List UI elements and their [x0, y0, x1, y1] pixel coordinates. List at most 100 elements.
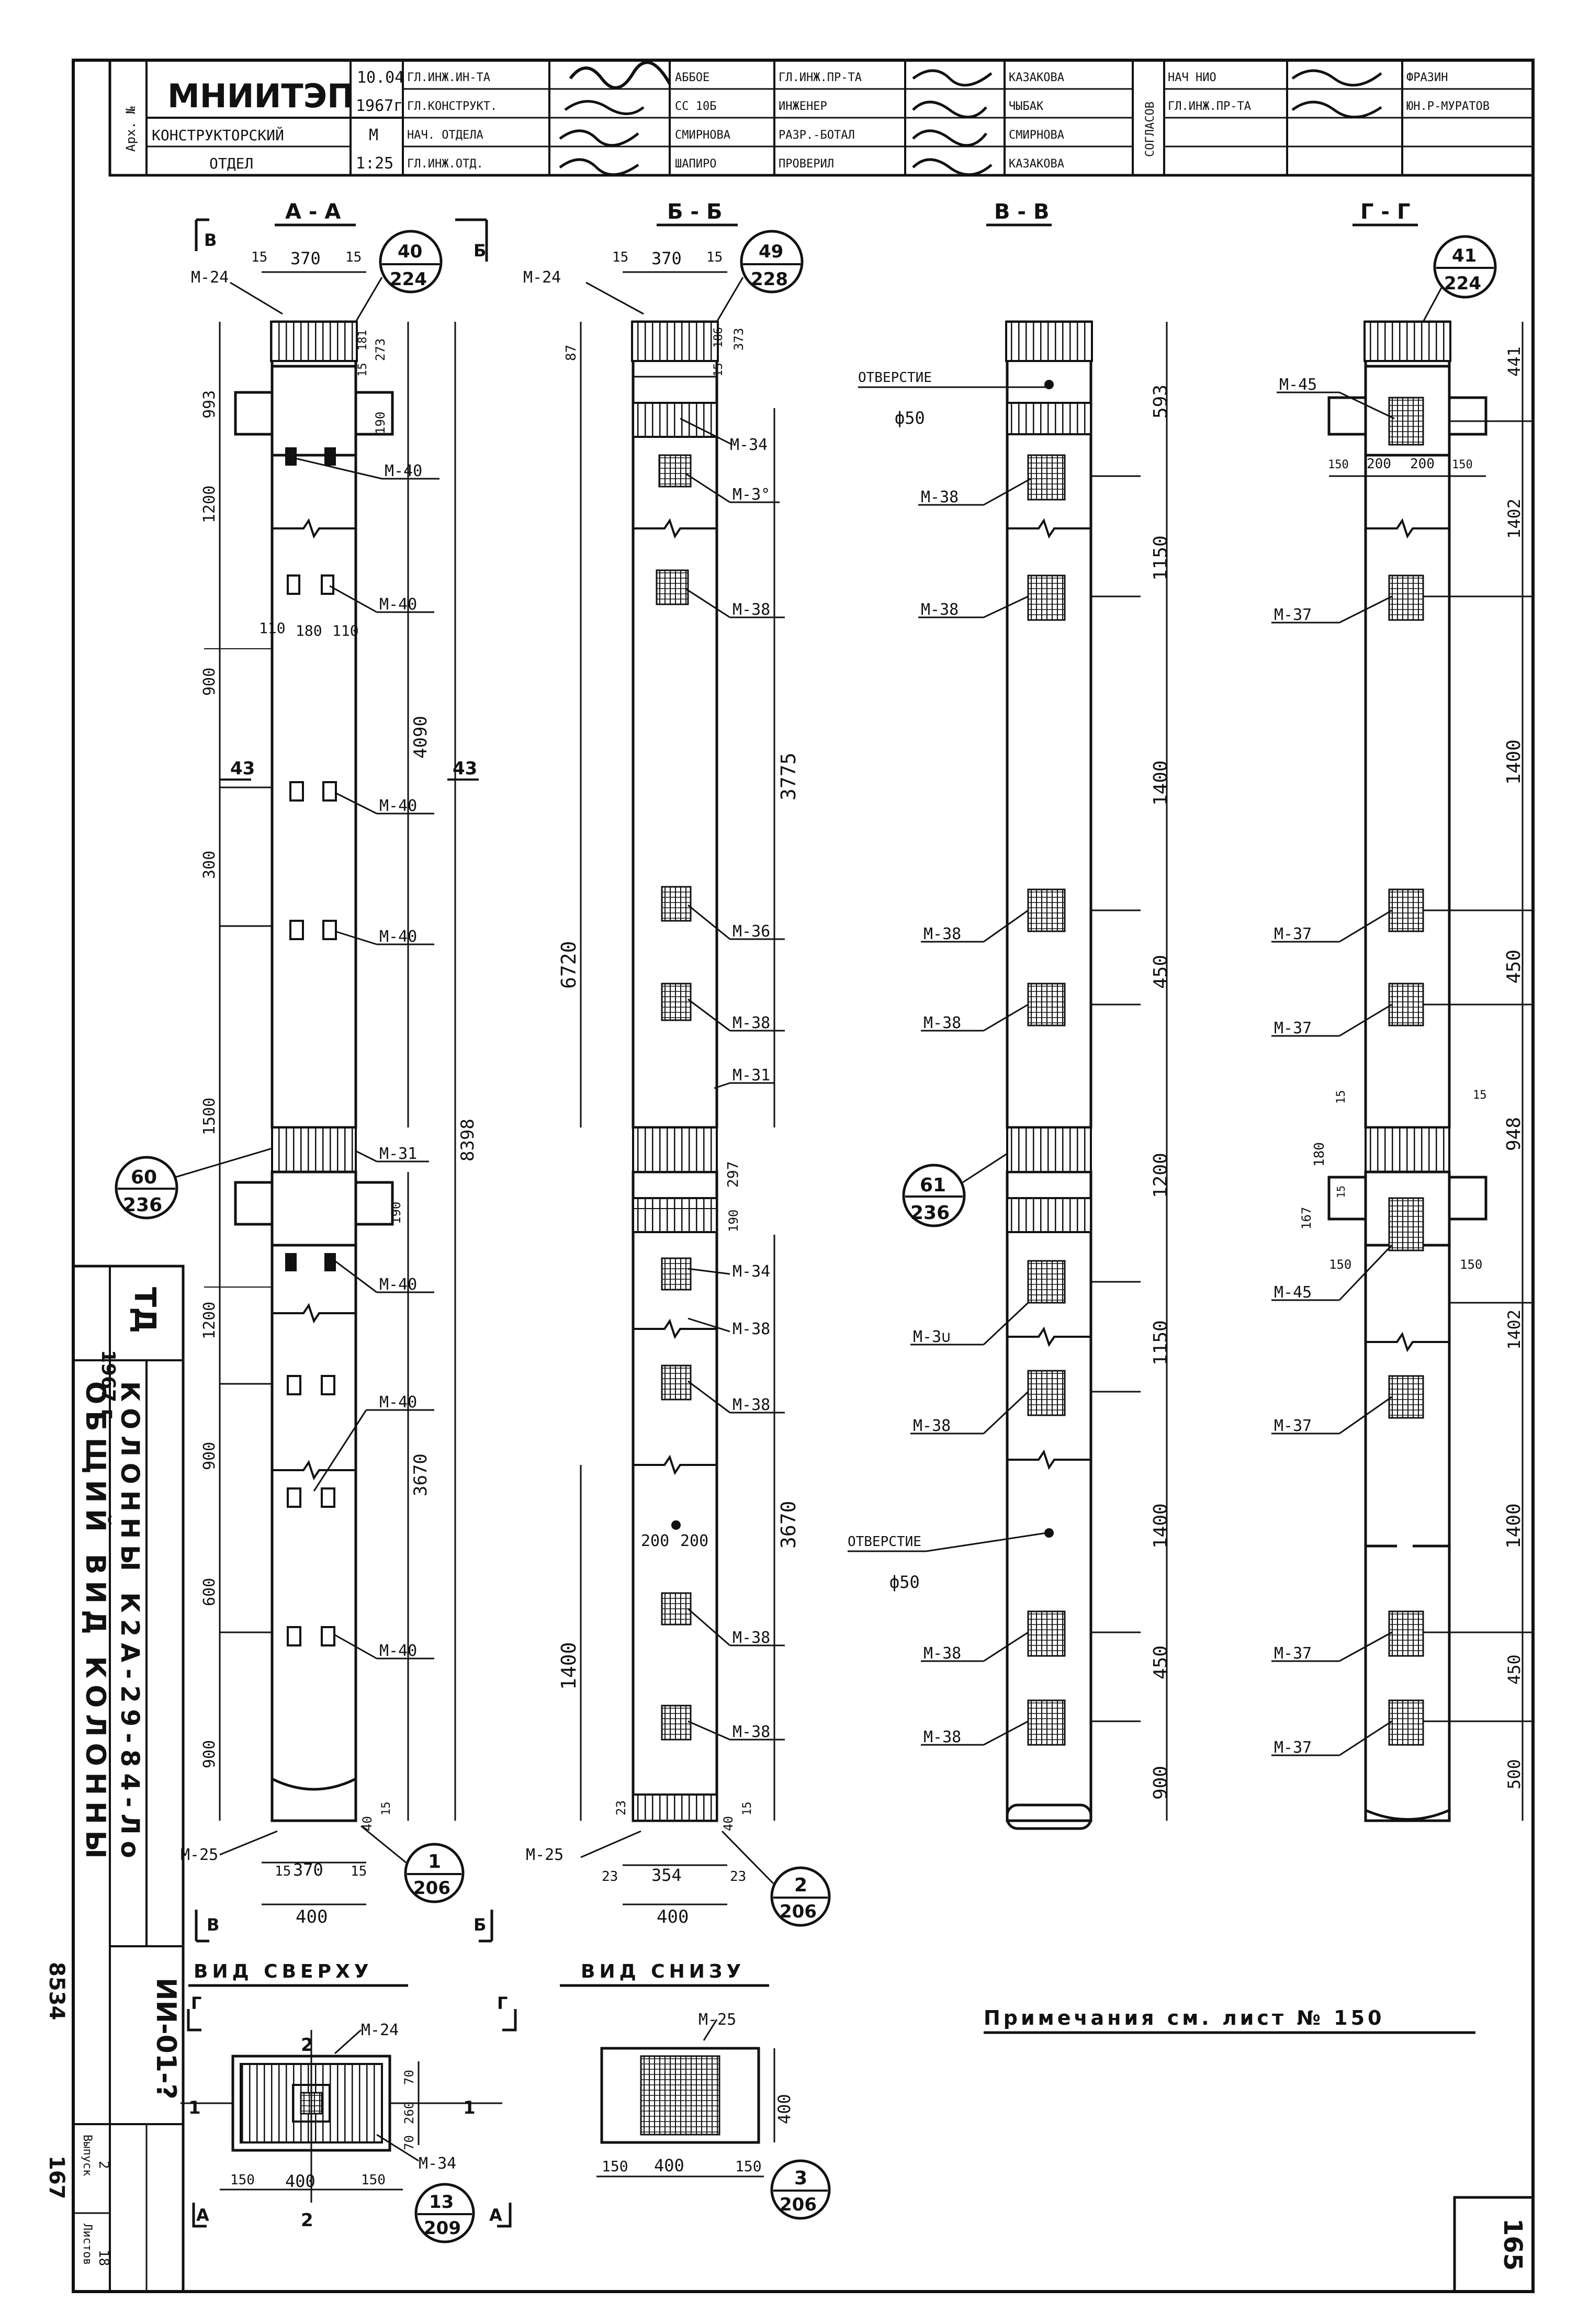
section-mark-v-top: В — [204, 230, 217, 250]
dim-a-small-6: 190 — [389, 1202, 403, 1224]
signature-2 — [564, 100, 645, 115]
circle-ref-a-40-224: 40 224 — [355, 230, 443, 322]
dim-g-right-6: 1402 — [1504, 1310, 1524, 1350]
stamp-title2: КОЛОННЫ К2А-29-84-Ло — [115, 1381, 144, 1864]
stamp-vypusk: 2 — [96, 2161, 111, 2169]
dim-g-small-4: 180 — [1312, 1142, 1327, 1167]
role-2-name: СС 10Б — [675, 100, 716, 113]
dim-a-bottom-3: 15 — [351, 1864, 367, 1879]
callout-v-m38-4: М-38 — [923, 1014, 961, 1032]
column-a-upper — [271, 320, 357, 1129]
callout-g-m37-2: М-37 — [1274, 925, 1312, 943]
top-view-label: ВИД СВЕРХУ — [194, 1961, 373, 1982]
signature-6 — [912, 100, 987, 119]
svg-text:61: 61 — [920, 1175, 946, 1196]
dim-a-width: 400 — [296, 1906, 328, 1927]
dim-v-right-5: 1200 — [1150, 1153, 1171, 1198]
callout-g-m37-4: М-37 — [1274, 1417, 1312, 1435]
callout-g-m37-5: М-37 — [1274, 1644, 1312, 1663]
role-3: НАЧ. ОТДЕЛА — [407, 129, 483, 142]
dim-v-right-2: 1150 — [1150, 535, 1171, 581]
view-g: 441 1402 1400 450 948 1402 1400 450 500 … — [1271, 235, 1533, 1822]
callout-a-m40-4: М-40 — [379, 928, 417, 946]
bottom-view-dim-3: 150 — [735, 2158, 762, 2175]
dim-b-bottom-2: 354 — [651, 1865, 682, 1885]
dept-line2: ОТДЕЛ — [209, 155, 253, 172]
view-v: 593 1150 1400 450 1200 1150 1400 450 900… — [848, 320, 1171, 1830]
callout-b-m30: М-3° — [732, 486, 770, 504]
dim-a-left-5: 1500 — [200, 1098, 219, 1135]
role2-1-name: КАЗАКОВА — [1009, 71, 1064, 84]
signature-3 — [559, 129, 639, 147]
role2-2-name: ЧЫБАК — [1009, 100, 1044, 113]
dim-a-left-9: 900 — [200, 1740, 219, 1768]
stamp-inv2: 167 — [44, 2156, 69, 2199]
dim-b-top-1: 15 — [612, 250, 628, 265]
svg-text:60: 60 — [131, 1167, 157, 1188]
dim-a-left-7: 900 — [200, 1442, 219, 1470]
svg-text:206: 206 — [780, 2194, 817, 2215]
dim-a-bottom-1: 15 — [275, 1864, 291, 1879]
dim-a-right-2: 8398 — [457, 1119, 478, 1161]
view-labels: А - А Б - Б В - В Г - Г В Б В Б 43 43 — [195, 200, 1418, 1943]
svg-text:228: 228 — [751, 269, 788, 290]
callout-b-m38-4: М-38 — [732, 1396, 770, 1414]
role-4: ГЛ.ИНЖ.ОТД. — [407, 157, 483, 171]
dim-a-right-1: 4090 — [410, 716, 431, 759]
svg-text:206: 206 — [780, 1901, 817, 1922]
dim-a-small-7: 40 — [360, 1816, 375, 1831]
side-stamp: 1967 г ТД ОБЩИЙ ВИД КОЛОННЫ КОЛОННЫ К2А-… — [44, 1265, 185, 2293]
hole-label-1: ОТВЕРСТИЕ — [858, 370, 932, 386]
callout-b-m34-2: М-34 — [732, 1262, 770, 1281]
console-g-2 — [1327, 1170, 1487, 1247]
svg-text:40: 40 — [398, 241, 422, 262]
dim-g-right-8: 450 — [1504, 1654, 1524, 1685]
view-a: 993 1200 900 300 1500 1200 900 600 900 4… — [115, 230, 478, 1927]
stamp-title1: ОБЩИЙ ВИД КОЛОННЫ — [80, 1381, 111, 1865]
callout-a-m40-6: М-40 — [379, 1393, 417, 1412]
dim-g-right-7: 1400 — [1503, 1503, 1525, 1549]
svg-text:49: 49 — [759, 241, 783, 262]
dim-a-left-4: 300 — [200, 851, 219, 879]
role-4-name: ШАПИРО — [675, 157, 716, 171]
dim-b-left-2: 6720 — [557, 941, 580, 989]
role-1: ГЛ.ИНЖ.ИН-ТА — [407, 71, 490, 84]
stamp-list: 18 — [96, 2250, 111, 2266]
dim-b-width: 400 — [657, 1906, 689, 1927]
dim-a-small-8: 15 — [380, 1802, 393, 1816]
top-view-mark-g-left: Г — [191, 1993, 201, 2013]
signature-4 — [559, 158, 639, 176]
dim-a-left-6: 1200 — [200, 1302, 219, 1339]
top-view-mark-2t: 2 — [301, 2035, 313, 2056]
stamp-list-label: Листов — [81, 2224, 94, 2265]
dim-a-left-8: 600 — [200, 1578, 219, 1606]
approval-side: СОГЛАСОВ — [1144, 101, 1157, 157]
svg-text:209: 209 — [424, 2218, 461, 2239]
top-view-dim-5: 260 — [402, 2102, 416, 2124]
role-2: ГЛ.КОНСТРУКТ. — [407, 100, 497, 113]
dim-a-left-2: 1200 — [200, 486, 219, 523]
callout-v-m38-1: М-38 — [921, 488, 959, 506]
dim-a-left-1: 993 — [200, 390, 219, 419]
circle-ref-a-1-206: 1 206 — [360, 1825, 465, 1903]
console-a-2 — [234, 1170, 394, 1247]
dim-g-small-7: 150 — [1329, 1257, 1351, 1272]
callout-g-m45-2: М-45 — [1274, 1283, 1312, 1302]
callout-v-m38-7: М-38 — [923, 1728, 961, 1746]
circle-ref-b-49-228: 49 228 — [716, 230, 804, 322]
dim-g-mid-4: 150 — [1452, 458, 1473, 471]
callout-a-m40-7: М-40 — [379, 1642, 417, 1660]
callout-a-m40-2: М-40 — [379, 595, 417, 614]
section-mark-v-bottom: В — [207, 1915, 219, 1935]
svg-text:1: 1 — [428, 1851, 441, 1872]
dim-v-right-9: 900 — [1150, 1766, 1171, 1800]
role2-1: ГЛ.ИНЖ.ПР-ТА — [779, 71, 862, 84]
dim-a-top-3: 15 — [345, 250, 362, 265]
dim-g-right-5: 948 — [1503, 1117, 1525, 1151]
dim-g-small-8: 150 — [1460, 1257, 1482, 1272]
dim-a-small-2: 181 — [356, 330, 369, 351]
callout-b-m38-1: М-38 — [732, 601, 770, 619]
dim-v-right-4: 450 — [1150, 955, 1171, 989]
circle-ref-b-2-206: 2 206 — [721, 1830, 831, 1927]
approval-name-2: ЮН.Р-МУРАТОВ — [1406, 100, 1490, 113]
